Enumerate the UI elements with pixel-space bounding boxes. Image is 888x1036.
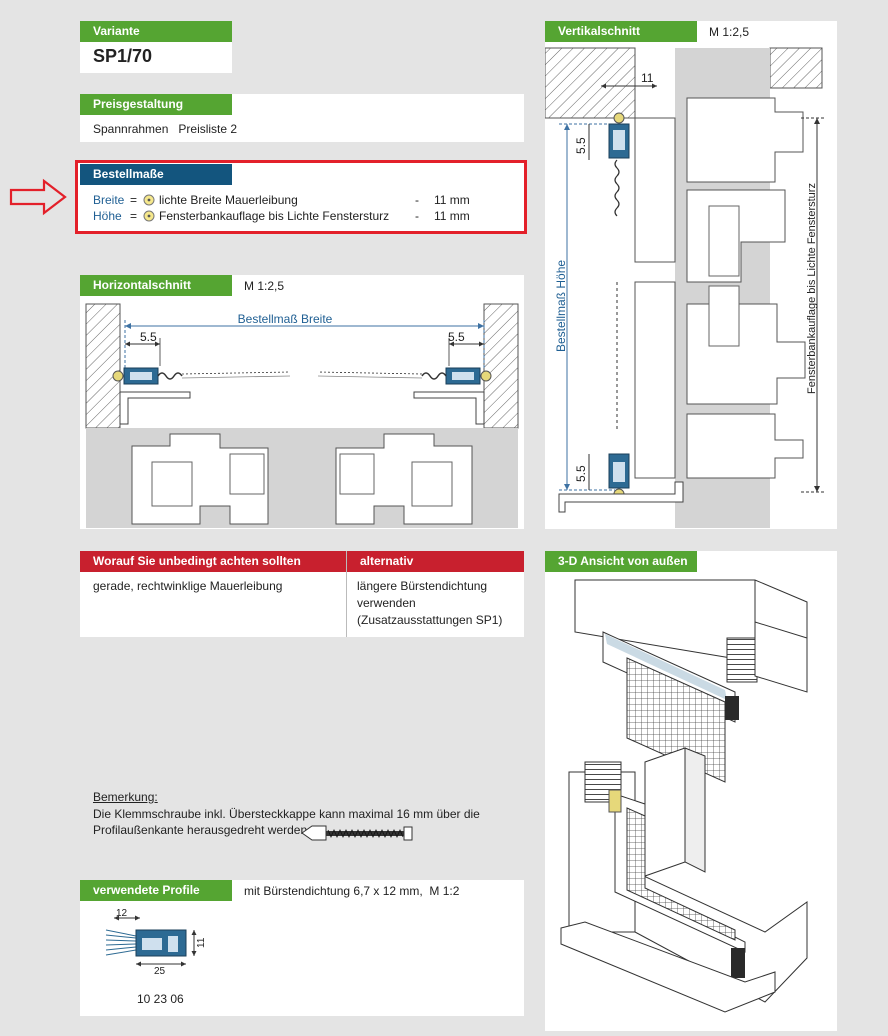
bestell-row-hoehe-val: 11 mm xyxy=(434,209,470,223)
achten-tag: Worauf Sie unbedingt achten sollten xyxy=(80,551,346,572)
bemerkung-title: Bemerkung: xyxy=(93,790,158,804)
horizontal-dim-label: Bestellmaß Breite xyxy=(238,312,333,326)
bestell-row-breite-desc: lichte Breite Mauerleibung xyxy=(159,193,298,207)
achten-divider xyxy=(346,551,347,637)
preis-tag: Preisgestaltung xyxy=(80,94,232,115)
alternativ-line-3: (Zusatzausstattungen SP1) xyxy=(357,613,503,627)
bestell-row-hoehe-dash: - xyxy=(415,209,419,223)
alternativ-line-1: längere Bürstendichtung xyxy=(357,579,488,593)
profile-drawing: 12 11 25 xyxy=(105,908,207,977)
achten-text: gerade, rechtwinklige Mauerleibung xyxy=(93,579,283,593)
horizontal-tag: Horizontalschnitt xyxy=(80,275,232,296)
bestell-row-hoehe-desc: Fensterbankauflage bis Lichte Fensterstu… xyxy=(159,209,390,223)
profile-dim-w-top: 12 xyxy=(116,908,128,919)
bestell-row-breite-val: 11 mm xyxy=(434,193,470,207)
alternativ-tag: alternativ xyxy=(347,551,524,572)
profile-number: 10 23 06 xyxy=(137,992,184,1006)
bestell-row-hoehe-eq: = xyxy=(130,209,138,223)
profile-dim-h: 11 xyxy=(196,937,207,948)
vertikal-right-label: Fensterbankauflage bis Lichte Fensterstu… xyxy=(806,183,818,394)
bestell-tag: Bestellmaße xyxy=(80,164,232,185)
variante-tag: Variante xyxy=(80,21,232,42)
preis-text: Spannrahmen Preisliste 2 xyxy=(93,122,238,136)
bestell-row-breite-name: Breite xyxy=(93,193,125,207)
3d-view-drawing xyxy=(560,579,808,1013)
profile-dim-w-bottom: 25 xyxy=(154,966,166,977)
bestell-row-breite-eq: = xyxy=(130,193,138,207)
vertikal-tag: Vertikalschnitt xyxy=(545,21,697,42)
vertikal-dim-a: 5.5 xyxy=(574,137,588,154)
horizontal-dim-right: 5.5 xyxy=(448,330,465,344)
vertikal-dim-top: 11 xyxy=(641,71,654,85)
bestell-row-breite-dash: - xyxy=(415,193,419,207)
left-wall xyxy=(85,303,121,429)
horizontal-section-drawing: Bestellmaß Breite 5.5 5.5 xyxy=(85,303,519,528)
bemerkung-line-2: Profilaußenkante herausgedreht werden. xyxy=(93,823,311,837)
vertikal-dim-b: 5.5 xyxy=(574,465,588,482)
horizontal-dim-left: 5.5 xyxy=(140,330,157,344)
profile-desc: mit Bürstendichtung 6,7 x 12 mm, M 1:2 xyxy=(244,884,460,898)
bestell-row-hoehe-name: Höhe xyxy=(93,209,122,223)
right-wall xyxy=(483,303,519,429)
profile-tag: verwendete Profile xyxy=(80,880,232,901)
ansicht-tag: 3-D Ansicht von außen xyxy=(545,551,697,572)
vertikal-height-label: Bestellmaß Höhe xyxy=(554,260,568,352)
vertical-section-drawing: 11 Bestellmaß Höhe 5.5 5.5 Fensterbankau… xyxy=(545,47,825,528)
screw-icon xyxy=(301,825,413,841)
hoehe-marker-icon xyxy=(143,210,155,222)
alternativ-line-2: verwenden xyxy=(357,596,416,610)
vertikal-scale: M 1:2,5 xyxy=(709,25,750,39)
horizontal-scale: M 1:2,5 xyxy=(244,279,285,293)
pointer-arrow-icon xyxy=(9,178,67,216)
variante-value: SP1/70 xyxy=(93,46,153,66)
breite-marker-icon xyxy=(143,194,155,206)
bemerkung-line-1: Die Klemmschraube inkl. Übersteckkappe k… xyxy=(93,807,480,821)
